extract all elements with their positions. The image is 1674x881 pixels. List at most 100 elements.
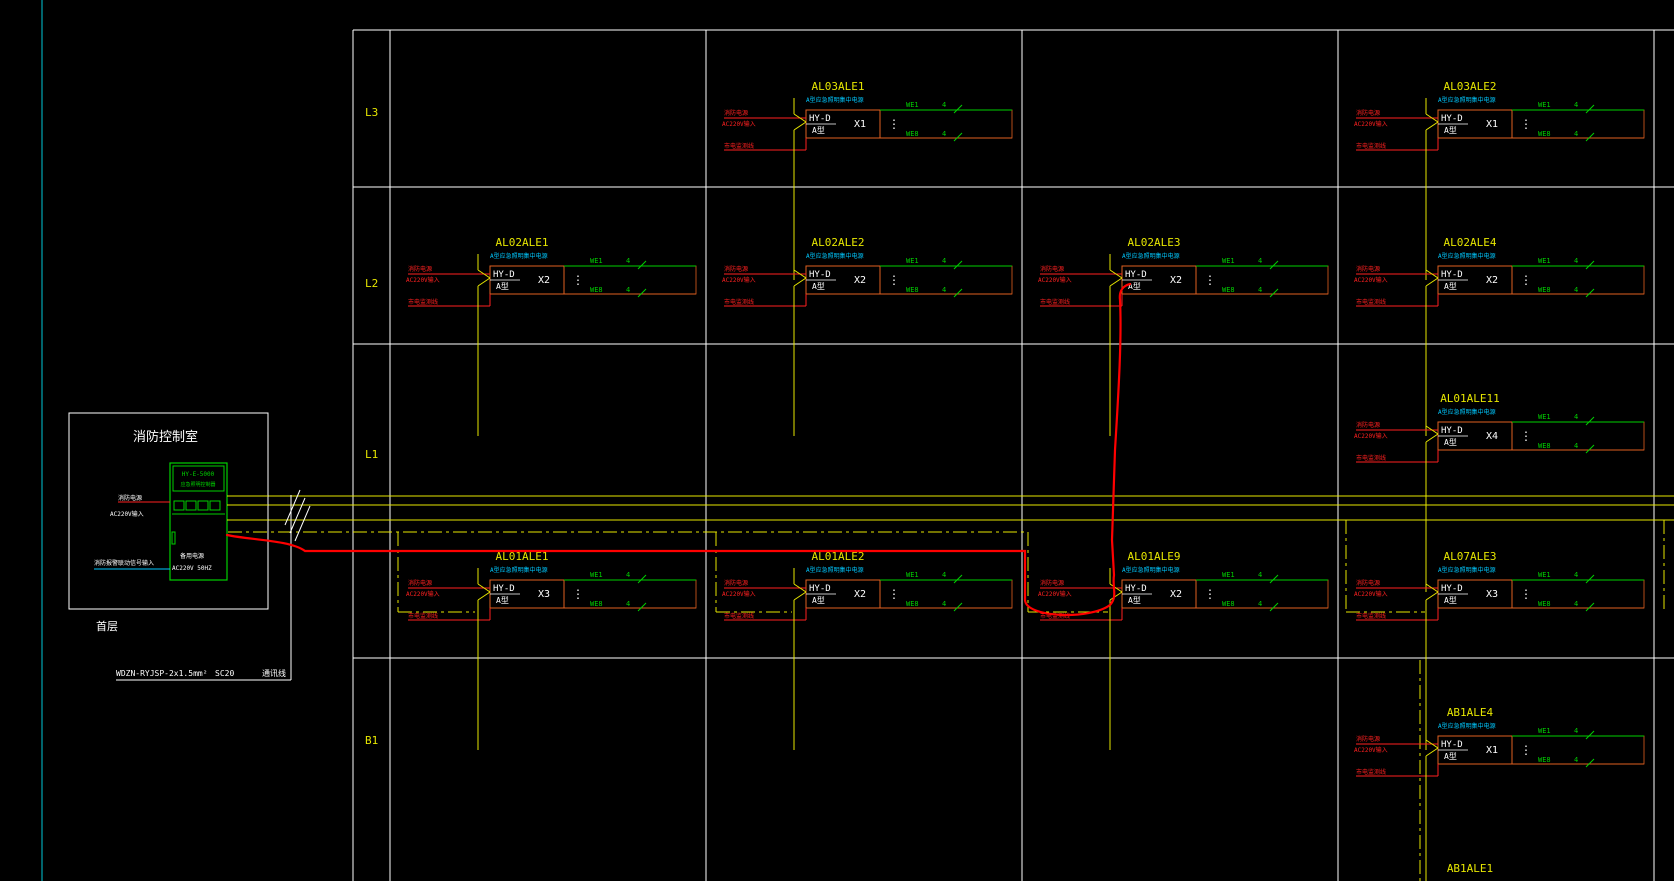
- input-voltage: AC220V输入: [722, 120, 756, 128]
- panel-type: A型: [496, 596, 509, 605]
- panel-type: A型: [812, 282, 825, 291]
- panel-id: AL03ALE1: [812, 80, 865, 93]
- panel-desc: A型应急照明集中电源: [1438, 252, 1496, 260]
- panel-count: X1: [854, 119, 866, 130]
- input-label: 消防电源: [1356, 579, 1380, 587]
- out-label-bottom: WE8: [1538, 442, 1551, 450]
- markup-trace: [225, 282, 1132, 617]
- out-count-top: 4: [1258, 571, 1262, 579]
- out-label-top: WE1: [906, 257, 919, 265]
- floor-grid: [352, 29, 1674, 881]
- out-count-bottom: 4: [1574, 286, 1578, 294]
- panel-count: X3: [1486, 589, 1498, 600]
- signal-label: 市电监测线: [1356, 142, 1386, 150]
- control-input-voltage: AC220V输入: [110, 510, 144, 518]
- input-voltage: AC220V输入: [722, 276, 756, 284]
- signal-label: 市电监测线: [724, 142, 754, 150]
- out-count-top: 4: [626, 257, 630, 265]
- input-voltage: AC220V输入: [406, 590, 440, 598]
- backup-power-label: 备用电源: [180, 552, 204, 560]
- out-count-top: 4: [1258, 257, 1262, 265]
- out-label-bottom: WE8: [1538, 600, 1551, 608]
- out-count-top: 4: [1574, 101, 1578, 109]
- panel-dots: ⋮: [1520, 273, 1532, 287]
- panel-count: X2: [538, 275, 550, 286]
- panel-model: HY-D: [809, 114, 831, 124]
- input-label: 消防电源: [1356, 265, 1380, 273]
- panel-id: AL02ALE3: [1128, 236, 1181, 249]
- signal-label: 市电监测线: [724, 298, 754, 306]
- panel-count: X2: [1486, 275, 1498, 286]
- panel-dots: ⋮: [1204, 273, 1216, 287]
- input-label: 消防电源: [724, 579, 748, 587]
- out-count-bottom: 4: [942, 130, 946, 138]
- control-room-title: 消防控制室: [133, 429, 198, 445]
- panel-type: A型: [1128, 282, 1141, 291]
- out-label-bottom: WE8: [1538, 286, 1551, 294]
- bus-break-marks: [284, 489, 311, 542]
- control-aux-label: 消防报警联动信号输入: [94, 559, 154, 567]
- panel-desc: A型应急照明集中电源: [1438, 566, 1496, 574]
- panel-dots: ⋮: [1520, 743, 1532, 757]
- out-label-top: WE1: [1538, 257, 1551, 265]
- out-count-bottom: 4: [626, 286, 630, 294]
- out-label-top: WE1: [1538, 727, 1551, 735]
- out-count-top: 4: [942, 571, 946, 579]
- panel-desc: A型应急照明集中电源: [490, 566, 548, 574]
- panel-type: A型: [1444, 438, 1457, 447]
- panel-desc: A型应急照明集中电源: [1438, 722, 1496, 730]
- panel-desc: A型应急照明集中电源: [806, 566, 864, 574]
- out-count-bottom: 4: [1258, 286, 1262, 294]
- out-count-bottom: 4: [1574, 756, 1578, 764]
- out-count-top: 4: [1574, 571, 1578, 579]
- floor-label-b1: B1: [365, 734, 378, 747]
- out-count-top: 4: [1574, 413, 1578, 421]
- out-count-bottom: 4: [942, 600, 946, 608]
- out-count-top: 4: [1574, 727, 1578, 735]
- panel-model: HY-D: [1125, 270, 1147, 280]
- panel-id: AL02ALE1: [496, 236, 549, 249]
- conduit-spec: SC20: [215, 669, 234, 678]
- emergency-controller: HY-E-5000 应急照明控制器 备用电源 AC220V 50HZ: [169, 462, 228, 581]
- input-voltage: AC220V输入: [1354, 590, 1388, 598]
- panel-type: A型: [812, 596, 825, 605]
- panel-count: X2: [854, 589, 866, 600]
- input-label: 消防电源: [1040, 579, 1064, 587]
- panel-type: A型: [1128, 596, 1141, 605]
- floor-label-l1: L1: [365, 448, 378, 461]
- panel-ab1ale1: AB1ALE1: [1447, 862, 1493, 875]
- out-label-top: WE1: [590, 257, 603, 265]
- out-label-bottom: WE8: [1538, 756, 1551, 764]
- input-voltage: AC220V输入: [1038, 590, 1072, 598]
- controller-model: HY-E-5000: [182, 471, 215, 478]
- out-count-top: 4: [942, 101, 946, 109]
- panel-model: HY-D: [1441, 114, 1463, 124]
- out-label-top: WE1: [1222, 571, 1235, 579]
- cable-note: 通讯线: [262, 668, 286, 678]
- input-label: 消防电源: [1040, 265, 1064, 273]
- panel-id: AB1ALE1: [1447, 862, 1493, 875]
- floor-label-ground: 首层: [96, 619, 118, 633]
- out-count-top: 4: [626, 571, 630, 579]
- panel-count: X4: [1486, 431, 1498, 442]
- panel-desc: A型应急照明集中电源: [1438, 408, 1496, 416]
- input-voltage: AC220V输入: [722, 590, 756, 598]
- out-label-top: WE1: [1538, 101, 1551, 109]
- out-count-bottom: 4: [1574, 600, 1578, 608]
- panel-id: AB1ALE4: [1447, 706, 1494, 719]
- control-input-label: 消防电源: [118, 494, 142, 502]
- panel-id: AL02ALE2: [812, 236, 865, 249]
- panel-type: A型: [496, 282, 509, 291]
- input-label: 消防电源: [1356, 109, 1380, 117]
- input-label: 消防电源: [724, 109, 748, 117]
